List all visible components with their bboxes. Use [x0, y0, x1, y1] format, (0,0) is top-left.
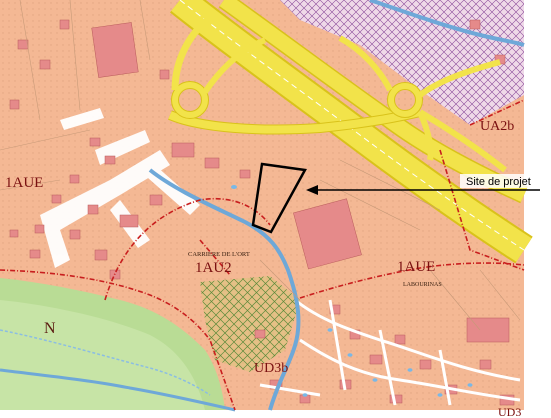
parcel-lines — [0, 0, 521, 331]
zone-label-ud-corner: UD3 — [498, 405, 521, 418]
local-streets — [259, 298, 521, 406]
annotation-arrow — [306, 185, 540, 195]
buildings — [9, 19, 515, 406]
place-label-carriere: CARRIERE DE L'ORT — [188, 251, 250, 258]
zone-label-1au2: 1AU2 — [195, 260, 232, 276]
zone-label-n: N — [44, 320, 56, 337]
place-label-labourinas: LABOURINAS — [403, 282, 442, 288]
ponds — [231, 185, 473, 397]
zone-label-1aue-left: 1AUE — [5, 175, 43, 191]
zone-label-ud3b: UD3b — [254, 361, 288, 376]
zone-label-1aue-right: 1AUE — [397, 259, 435, 275]
zone-boundaries — [0, 99, 525, 411]
interchange — [168, 11, 507, 173]
annotation-label: Site de projet — [466, 176, 531, 188]
project-site — [251, 162, 307, 234]
zone-label-ua2b: UA2b — [480, 119, 514, 134]
river — [0, 0, 525, 412]
